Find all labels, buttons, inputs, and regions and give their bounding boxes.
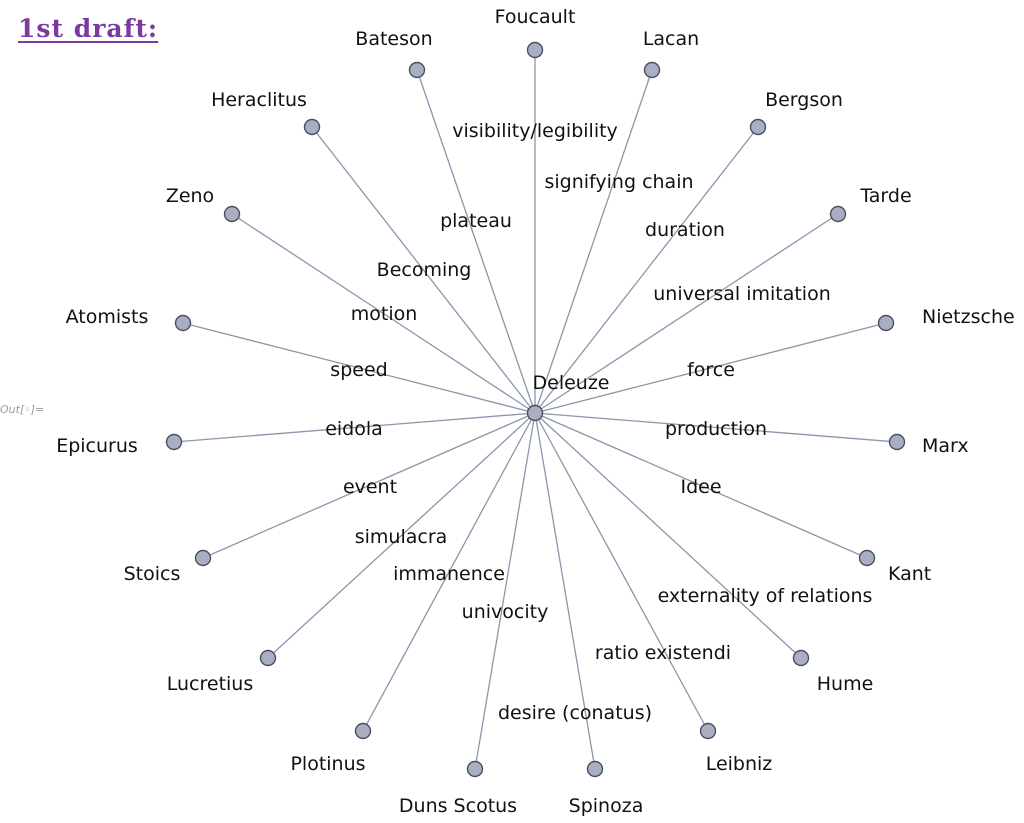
edge-duns-scotus bbox=[474, 412, 536, 770]
edge-label-nietzsche: force bbox=[687, 359, 735, 381]
edge-label-leibniz: ratio existendi bbox=[595, 642, 731, 664]
edge-label-zeno: motion bbox=[351, 303, 418, 325]
node-label-hume: Hume bbox=[817, 673, 874, 695]
node-zeno bbox=[223, 205, 241, 223]
page-title: 1st draft: bbox=[18, 14, 159, 43]
node-bateson bbox=[408, 61, 426, 79]
edge-label-lacan: signifying chain bbox=[544, 171, 693, 193]
edge-label-kant: Idee bbox=[680, 476, 721, 498]
edge-lacan bbox=[534, 69, 653, 414]
node-lucretius bbox=[259, 649, 277, 667]
node-label-marx: Marx bbox=[922, 435, 969, 457]
node-heraclitus bbox=[303, 118, 321, 136]
edge-label-bateson: plateau bbox=[440, 210, 512, 232]
edge-label-stoics: event bbox=[343, 476, 397, 498]
edge-epicurus bbox=[173, 412, 536, 443]
node-stoics bbox=[194, 549, 212, 567]
edge-hume bbox=[534, 412, 802, 659]
node-label-nietzsche: Nietzsche bbox=[922, 306, 1015, 328]
node-label-heraclitus: Heraclitus bbox=[211, 89, 307, 111]
node-label-tarde: Tarde bbox=[859, 185, 911, 207]
edge-label-plotinus: immanence bbox=[393, 563, 505, 585]
node-hume bbox=[792, 649, 810, 667]
edge-label-hume: externality of relations bbox=[658, 585, 873, 607]
node-foucault bbox=[526, 41, 544, 59]
node-label-epicurus: Epicurus bbox=[56, 435, 138, 457]
node-label-leibniz: Leibniz bbox=[706, 753, 773, 775]
node-bergson bbox=[749, 118, 767, 136]
node-label-kant: Kant bbox=[888, 563, 931, 585]
node-label-zeno: Zeno bbox=[166, 185, 214, 207]
node-label-foucault: Foucault bbox=[495, 6, 576, 28]
node-duns-scotus bbox=[466, 760, 484, 778]
node-label-stoics: Stoics bbox=[124, 563, 181, 585]
edge-leibniz bbox=[534, 412, 709, 732]
node-label-duns-scotus: Duns Scotus bbox=[399, 795, 517, 817]
node-label-lucretius: Lucretius bbox=[167, 673, 254, 695]
edge-kant bbox=[534, 412, 868, 559]
edge-bateson bbox=[416, 69, 536, 414]
node-epicurus bbox=[165, 433, 183, 451]
edge-label-lucretius: simulacra bbox=[355, 526, 448, 548]
edge-spinoza bbox=[534, 412, 596, 770]
node-label-atomists: Atomists bbox=[66, 306, 149, 328]
node-spinoza bbox=[586, 760, 604, 778]
node-lacan bbox=[643, 61, 661, 79]
node-label-bateson: Bateson bbox=[355, 28, 432, 50]
edge-label-duns-scotus: univocity bbox=[462, 601, 549, 623]
edge-zeno bbox=[231, 213, 536, 414]
node-center bbox=[526, 404, 544, 422]
node-marx bbox=[888, 433, 906, 451]
node-label-bergson: Bergson bbox=[765, 89, 843, 111]
edge-heraclitus bbox=[311, 126, 536, 414]
node-nietzsche bbox=[877, 314, 895, 332]
node-label-plotinus: Plotinus bbox=[290, 753, 365, 775]
edge-plotinus bbox=[362, 412, 536, 732]
edge-label-epicurus: eidola bbox=[325, 418, 383, 440]
node-label-lacan: Lacan bbox=[643, 28, 699, 50]
edge-label-foucault: visibility/legibility bbox=[452, 120, 618, 142]
edge-tarde bbox=[534, 213, 839, 414]
edge-label-marx: production bbox=[665, 418, 767, 440]
node-label-center: Deleuze bbox=[533, 372, 610, 394]
edge-label-bergson: duration bbox=[645, 219, 725, 241]
output-prompt: Out[◦]= bbox=[0, 403, 45, 416]
node-plotinus bbox=[354, 722, 372, 740]
node-label-spinoza: Spinoza bbox=[569, 795, 644, 817]
edge-bergson bbox=[534, 126, 759, 414]
edge-label-atomists: speed bbox=[330, 359, 387, 381]
edge-label-spinoza: desire (conatus) bbox=[498, 702, 652, 724]
edge-marx bbox=[534, 412, 898, 443]
node-tarde bbox=[829, 205, 847, 223]
edge-label-tarde: universal imitation bbox=[653, 283, 831, 305]
edge-label-heraclitus: Becoming bbox=[377, 259, 472, 281]
node-leibniz bbox=[699, 722, 717, 740]
edge-lucretius bbox=[267, 412, 536, 659]
edge-nietzsche bbox=[534, 322, 887, 414]
node-atomists bbox=[174, 314, 192, 332]
node-kant bbox=[858, 549, 876, 567]
edge-atomists bbox=[182, 322, 536, 414]
edge-stoics bbox=[202, 412, 536, 559]
